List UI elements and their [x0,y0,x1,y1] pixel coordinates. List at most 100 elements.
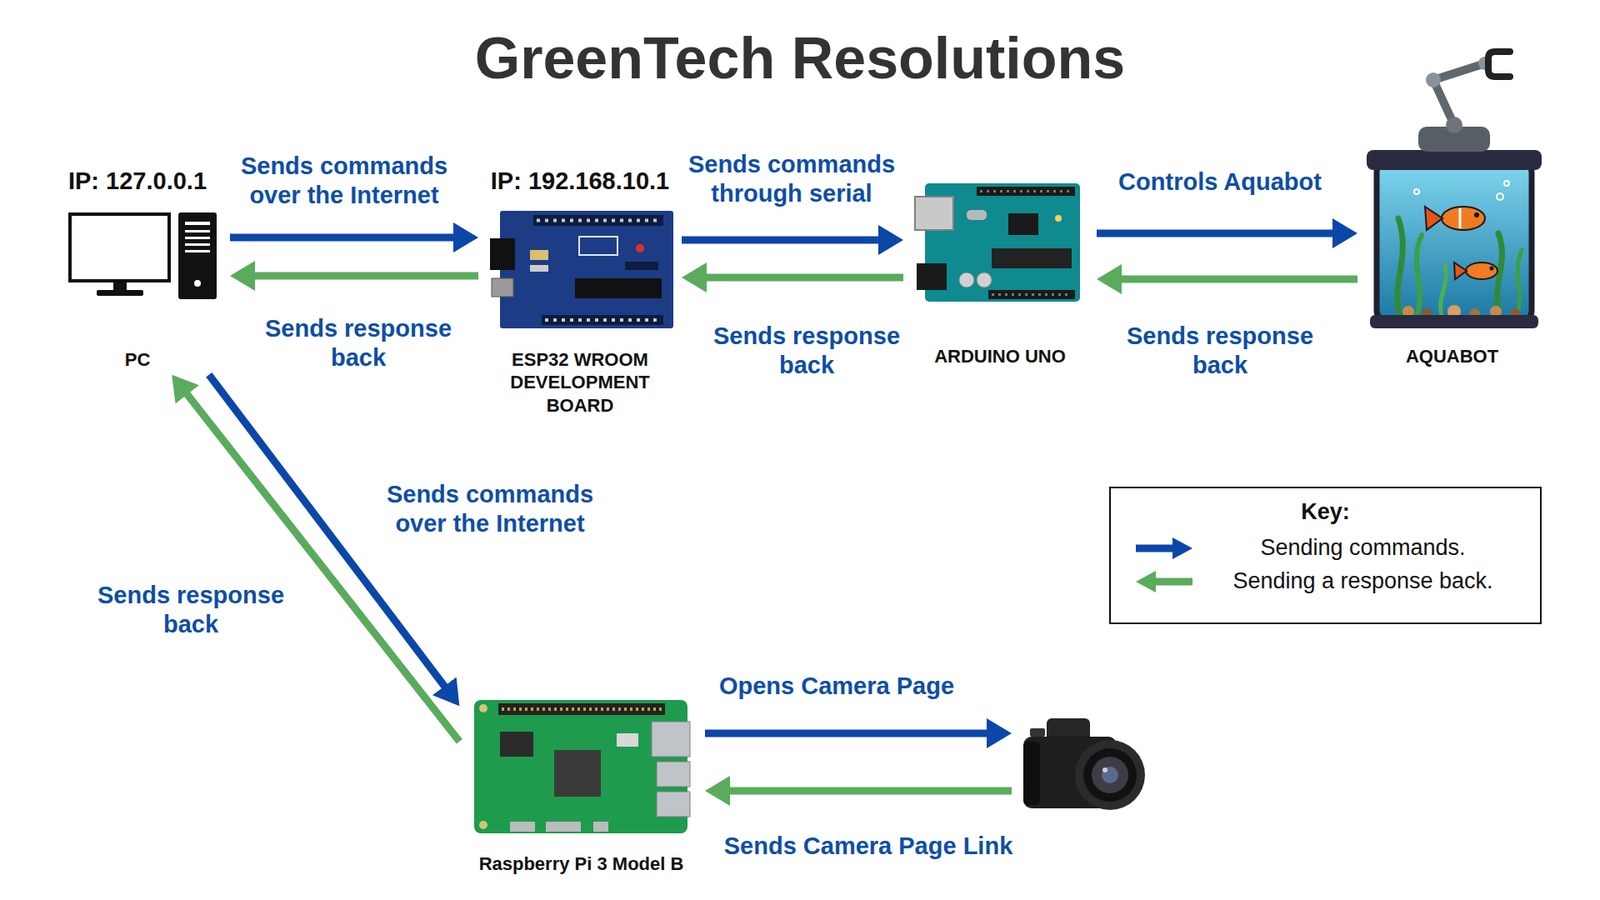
edge-label: Sends commands over the Internet [369,480,611,539]
aquabot-icon-part [1496,193,1504,200]
raspberry-pi-icon-part [479,820,488,830]
esp32-board-icon-part [579,236,618,255]
connector-arrow [721,787,1012,795]
legend-box: Key: Sending commands. Sending a response … [1109,486,1542,625]
camera-icon-part [1030,728,1045,737]
camera-icon-part [1083,748,1137,802]
raspberry-pi-icon-part [510,821,535,832]
raspberry-pi-icon-part [656,791,690,817]
arduino-uno-icon-part [959,272,975,288]
aquabot-icon-part [1488,51,1510,77]
arduino-uno-icon-part [980,190,1072,193]
edge-label: Sends response back [78,580,304,640]
edge-label: Sends Camera Page Link [701,831,1035,861]
esp32-board-icon-part [530,265,549,272]
raspberry-pi-icon-part [479,704,488,713]
aquabot-icon-part [1459,208,1462,229]
esp32-board-icon-part [536,219,660,223]
raspberry-pi-icon-part [651,721,690,757]
camera-icon-part [1023,741,1040,805]
raspberry-pi-icon-part [474,700,688,834]
aquabot-icon-part [1440,265,1447,317]
arduino-uno-icon-part [991,293,1072,296]
camera-icon-part [1101,766,1119,784]
legend-row: Sending a response back. [1110,567,1540,596]
aquabot-icon-part [1454,262,1467,280]
legend-arrow-head [1135,570,1156,593]
arduino-uno-icon-part [915,196,954,230]
arduino-uno-icon-part [976,272,992,288]
esp32-board-icon-part [545,318,660,322]
raspberry-pi-icon [474,700,690,834]
esp32-board-icon-part [625,261,659,270]
arduino-uno-icon-part [976,186,1075,196]
aquabot-icon-part [1497,233,1503,317]
aquabot-icon-part [1425,72,1441,88]
aquabot-icon-part [1490,266,1495,271]
arduino-uno-icon [915,183,1080,302]
esp32-board-icon-part [541,315,664,325]
edge-label: Sends response back [1107,321,1333,380]
camera-icon [1023,718,1145,810]
edge-label: Sends response back [694,321,920,380]
raspberry-pi-icon-part [593,821,609,832]
device-node: ARDUINO UNO [908,170,1092,368]
edge-label: Sends response back [245,314,471,373]
device-name: ESP32 WROOM DEVELOPMENT BOARD [496,348,664,418]
pc-icon-part [113,280,127,291]
connector-arrow [1113,275,1358,284]
aquabot-icon-part [1516,250,1522,317]
aquabot-icon-part [1465,262,1498,280]
arduino-uno-icon-part [916,263,947,290]
pc-icon-part [96,290,144,296]
diagram-title: GreenTech Resolutions [0,25,1600,93]
raspberry-pi-icon-part [656,761,690,787]
arduino-uno-icon-part [991,248,1072,269]
arduino-uno-icon-part [1008,213,1039,235]
aquabot-icon-part [1366,150,1542,170]
pc-icon [70,212,217,300]
esp32-board-icon-part [530,250,549,260]
camera-icon-part [1102,767,1108,773]
aquabot-icon-part [1433,63,1485,125]
edge-label: Controls Aquabot [1095,167,1345,197]
legend-arrow [1134,535,1195,561]
raspberry-pi-icon-part [545,821,581,832]
legend-arrow [1134,569,1195,595]
device-node [1016,708,1150,821]
aquabot-icon-part [1376,162,1532,321]
aquabot-icon-part [1474,212,1480,218]
aquabot-icon [1366,51,1542,329]
esp32-board-icon [490,210,674,329]
device-name: PC [125,348,151,372]
esp32-board-icon-part [635,244,645,253]
esp32-board-icon-part [491,278,514,297]
pc-icon-part [185,221,210,225]
aquabot-icon-part [1416,235,1422,317]
aquabot-icon-part [1414,189,1420,195]
camera-icon-part [1091,756,1129,794]
device-node: AQUABOT [1362,41,1542,368]
aquabot-icon-part [1397,218,1404,317]
device-node: Raspberry Pi 3 Model B [462,691,700,875]
connector-arrow [681,236,887,245]
raspberry-pi-icon-part [498,703,665,715]
aquabot-icon-part [1425,206,1443,230]
esp32-board-icon-part [533,215,664,226]
aquabot-icon-part [1370,315,1539,329]
pc-icon-part [185,230,210,233]
legend-row: Sending commands. [1110,534,1540,563]
device-name: AQUABOT [1405,345,1499,369]
connector-arrow [246,272,479,280]
legend-arrow-shaft [1135,545,1176,553]
edge-label: Sends commands through serial [679,150,905,209]
edge-label: Sends commands over the Internet [231,151,457,210]
pc-icon-part [185,250,210,253]
connector-arrow [182,387,460,741]
legend-heading: Key: [1110,498,1540,525]
camera-icon-part [1075,740,1145,810]
pc-icon-part [70,214,170,281]
